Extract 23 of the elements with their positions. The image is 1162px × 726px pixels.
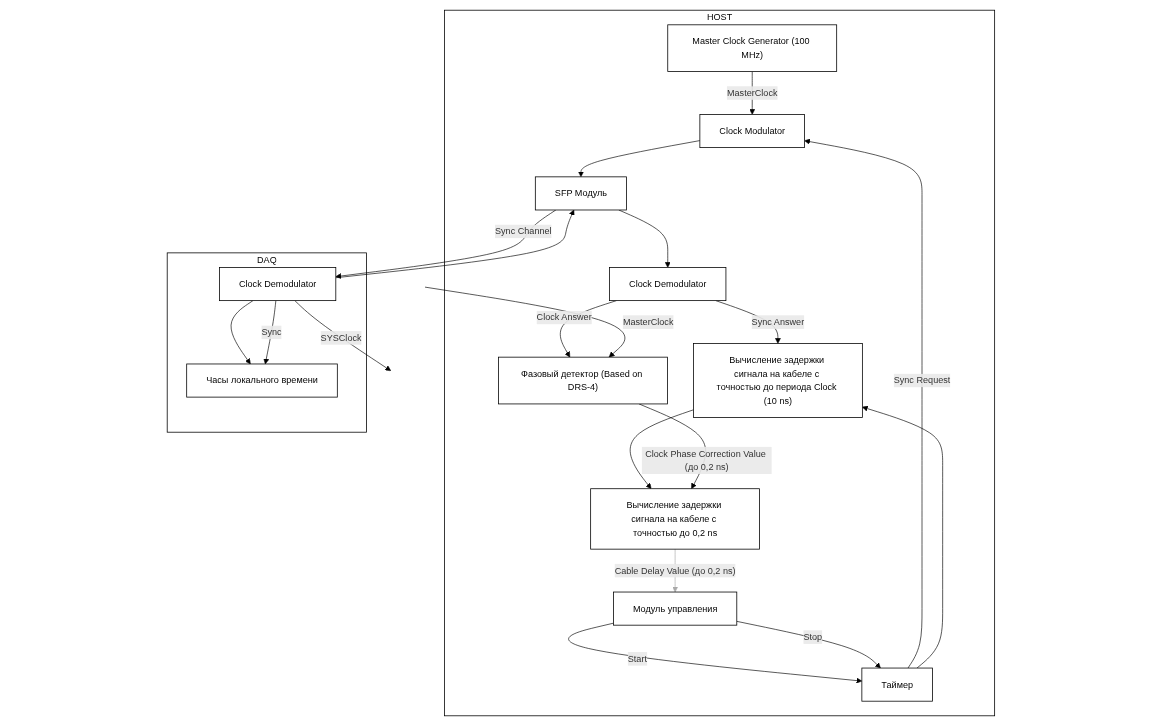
edge-label: Stop [803,631,823,642]
node-box: SFP Модуль [535,176,628,211]
edge-label: Cable Delay Value (до 0,2 ns) [614,565,736,576]
node-box: Clock Demodulator [609,267,727,301]
node-box: Вычисление задержки сигнала на кабеле с точностью до 0,2 ns [590,488,761,550]
node-box: Таймер [861,667,933,702]
node-box: Модуль управления [613,591,738,626]
edge-label: Sync Request [893,375,951,386]
edge-label: Start [627,653,648,664]
node-box: Clock Demodulator [219,267,337,301]
edge-label: Sync [261,326,282,338]
node-box: Часы локального времени [186,363,338,398]
edge-label: MasterClock [622,316,674,327]
edge-label: Clock Phase Correction Value (до 0,2 ns) [645,448,766,473]
node-box: Фазовый детектор (Based on DRS-4) [498,356,668,405]
edge-label: Clock Answer [536,312,592,323]
node-box: Master Clock Generator (100 MHz) [667,24,838,72]
edge-label: SYSClock [320,332,362,343]
node-box: Вычисление задержки сигнала на кабеле с точностью до периода Clock (10 ns) [693,343,863,418]
edge-label: MasterClock [727,87,778,98]
node-box: Clock Modulator [699,114,806,148]
edge-label: Sync Answer [751,316,805,327]
edge-label: Sync Channel [495,225,552,237]
